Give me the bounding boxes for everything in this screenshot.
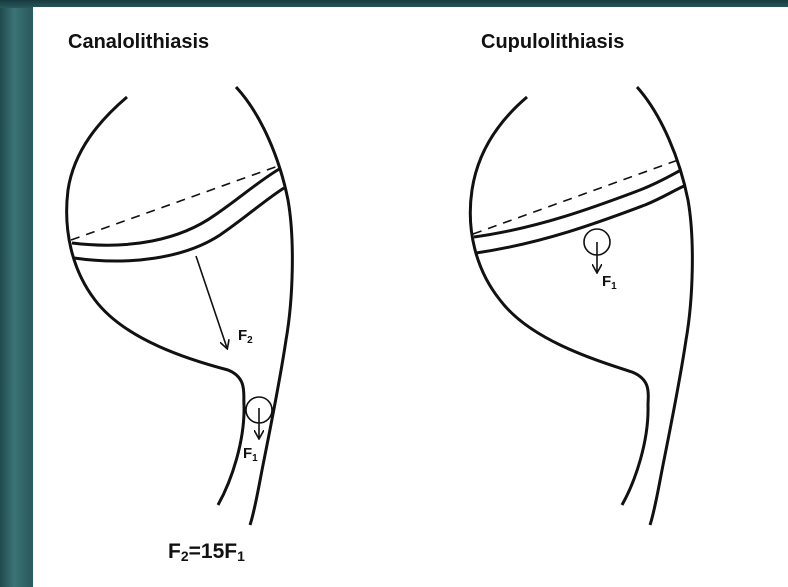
cupula-resting-dashed-line	[71, 165, 281, 240]
force-f2-label: F2	[238, 327, 253, 346]
force-f1-label-left: F1	[243, 445, 258, 464]
canalolithiasis-title: Canalolithiasis	[68, 31, 209, 53]
cupulolithiasis-title: Cupulolithiasis	[481, 31, 624, 53]
force-f1-label-right: F1	[602, 273, 617, 292]
cupula-resting-dashed-line-right	[473, 160, 678, 234]
cupulolithiasis-diagram	[470, 87, 692, 525]
cupula-upper-line	[72, 168, 281, 245]
ampulla-outer-wall	[67, 97, 244, 505]
cupula-lower-line	[74, 188, 284, 261]
force-f2-arrow	[196, 256, 227, 348]
force-equation: F2=15F1	[168, 540, 245, 564]
canal-outer-wall-right	[637, 87, 692, 525]
ampulla-outer-wall-right	[470, 97, 648, 505]
canalolithiasis-diagram	[67, 87, 293, 525]
